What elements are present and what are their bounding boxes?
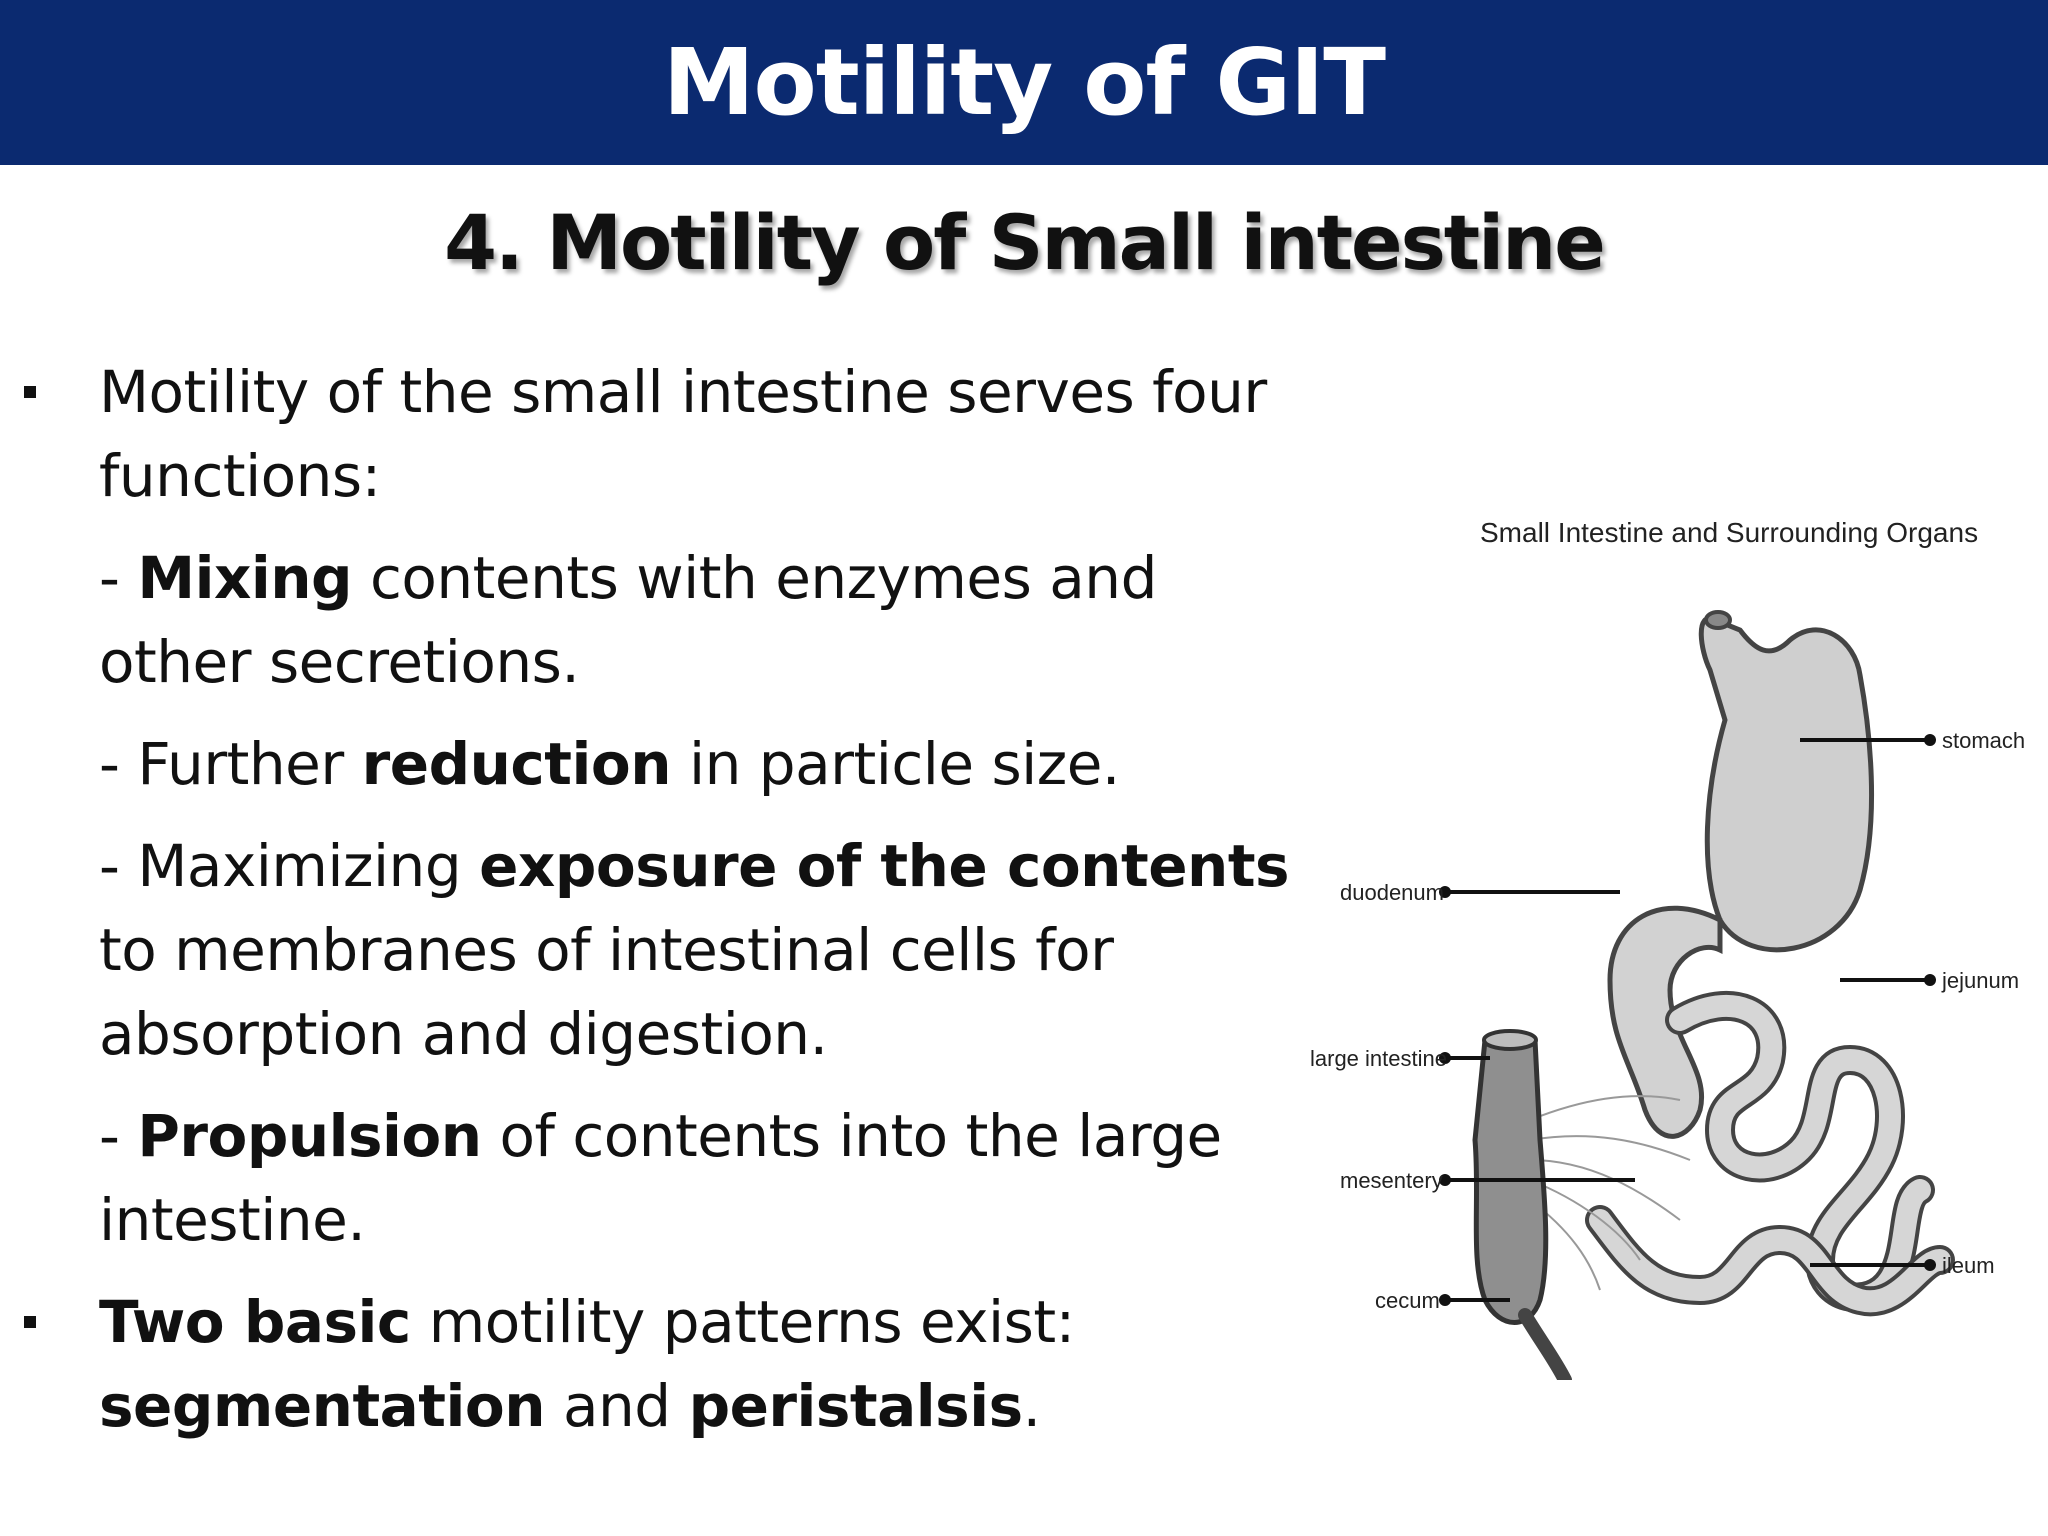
leader-lines: [1445, 738, 1930, 1302]
label-jejunum: jejunum: [1941, 968, 2019, 993]
label-mesentery: mesentery: [1340, 1168, 1443, 1193]
stomach-shape: [1698, 616, 1875, 953]
item-prefix: -: [99, 544, 138, 612]
label-cecum: cecum: [1375, 1288, 1440, 1313]
label-duodenum: duodenum: [1340, 880, 1444, 905]
item-prefix: -: [99, 1102, 138, 1170]
title-bar: Motility of GIT: [0, 0, 2048, 165]
bullet-marker: [24, 1316, 36, 1328]
appendix-shape: [1518, 1308, 1572, 1387]
large-intestine-opening: [1482, 1029, 1538, 1051]
duodenum-shape: [1607, 905, 1723, 1139]
leader-dots: [1439, 734, 1936, 1306]
item-text: contents with enzymes and other secretio…: [99, 544, 1157, 696]
label-stomach: stomach: [1942, 728, 2025, 753]
figure-caption: Small Intestine and Surrounding Organs: [1480, 517, 1978, 548]
function-item-reduction: - Further reduction in particle size.: [0, 722, 1290, 806]
item-keyword: exposure of the contents: [479, 832, 1290, 900]
bullet-marker: [24, 386, 36, 398]
bullet-functions: Motility of the small intestine serves f…: [0, 350, 1290, 518]
label-ileum: ileum: [1942, 1253, 1995, 1278]
mesentery-rays: [1529, 1095, 1691, 1291]
label-large-intestine: large intestine: [1310, 1046, 1447, 1071]
function-item-mixing: - Mixing contents with enzymes and other…: [0, 536, 1290, 704]
small-intestine-diagram: Small Intestine and Surrounding Organs: [1310, 517, 2025, 1387]
esophagus-opening: [1704, 610, 1732, 630]
pattern-peristalsis: peristalsis: [688, 1372, 1024, 1440]
function-item-exposure: - Maximizing exposure of the contents to…: [0, 824, 1290, 1076]
bullet-text: and: [545, 1372, 689, 1440]
bullet-keyword: Two basic: [99, 1288, 411, 1356]
content-body: Motility of the small intestine serves f…: [0, 350, 1290, 1448]
bullet-patterns: Two basic motility patterns exist: segme…: [0, 1280, 1290, 1448]
anatomy-figure: Small Intestine and Surrounding Organs: [1300, 500, 2040, 1387]
item-keyword: Propulsion: [137, 1102, 482, 1170]
bullet-text: Motility of the small intestine serves f…: [99, 358, 1267, 510]
ileum-fill: [1589, 1209, 1951, 1313]
bullet-text: motility patterns exist:: [410, 1288, 1075, 1356]
item-keyword: Mixing: [137, 544, 353, 612]
item-prefix: - Maximizing: [99, 832, 480, 900]
item-prefix: - Further: [99, 730, 362, 798]
item-text: in particle size.: [671, 730, 1120, 798]
function-item-propulsion: - Propulsion of contents into the large …: [0, 1094, 1290, 1262]
slide-title: Motility of GIT: [662, 29, 1386, 136]
bullet-text: .: [1022, 1372, 1041, 1440]
pattern-segmentation: segmentation: [99, 1372, 546, 1440]
slide-subtitle: 4. Motility of Small intestine: [444, 198, 1606, 287]
item-text: of contents into the large intestine.: [99, 1102, 1222, 1254]
item-keyword: reduction: [361, 730, 672, 798]
item-text: to membranes of intestinal cells for abs…: [99, 916, 1114, 1068]
